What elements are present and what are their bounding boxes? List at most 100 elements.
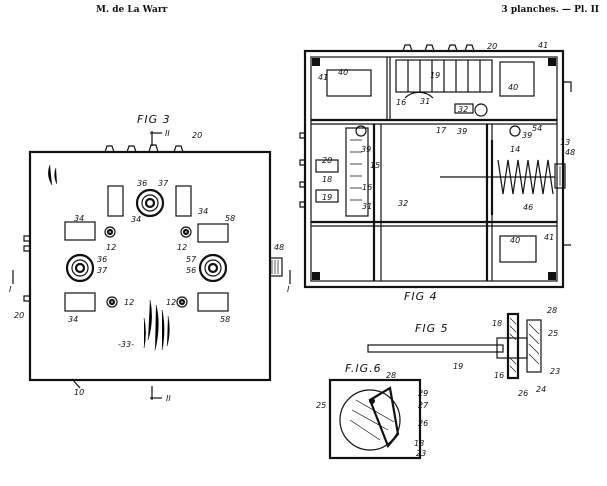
dial-top bbox=[135, 188, 165, 218]
f6-ref-25: 25 bbox=[316, 401, 326, 410]
screw-12-d bbox=[176, 296, 188, 308]
panel-18 bbox=[506, 312, 520, 380]
ref-58-b: 58 bbox=[220, 315, 230, 324]
plate-58-bottom bbox=[197, 292, 229, 312]
f6-ref-26: 26 bbox=[418, 419, 428, 428]
fig4-group: 20 41 40 41 19 40 16 31 32 17 39 bbox=[299, 41, 575, 303]
f6-ref-27: 27 bbox=[418, 401, 429, 410]
plate-right-top bbox=[175, 185, 192, 217]
ref-I-left: I bbox=[9, 285, 12, 294]
wood-grain bbox=[48, 164, 170, 351]
f4-ref-39-b: 39 bbox=[361, 145, 371, 154]
dial-right bbox=[198, 253, 228, 283]
f4-ref-19-l: 19 bbox=[322, 193, 332, 202]
f5-ref-16: 16 bbox=[494, 371, 504, 380]
ref-57: 57 bbox=[186, 255, 197, 264]
box-40-tr bbox=[499, 61, 535, 97]
ref-12-a: 12 bbox=[106, 243, 116, 252]
dial-arc bbox=[404, 91, 434, 99]
f5-ref-18: 18 bbox=[492, 319, 502, 328]
fig3-title: FIG 3 bbox=[137, 113, 171, 126]
panel-outline bbox=[28, 150, 272, 382]
ref-20-left: 20 bbox=[14, 311, 24, 320]
f4-ref-20-l: 20 bbox=[322, 156, 332, 165]
ref-36-l: 36 bbox=[97, 255, 107, 264]
top-knobs bbox=[104, 144, 184, 153]
patent-author: M. de La Warr bbox=[96, 5, 168, 15]
fig5-group: FIG 5 28 18 25 19 16 23 26 24 bbox=[367, 306, 560, 398]
ref-34-c: 34 bbox=[74, 214, 84, 223]
section-label-bottom: II bbox=[166, 394, 171, 403]
ref-12-c: 12 bbox=[124, 298, 134, 307]
ref-56: 56 bbox=[186, 266, 196, 275]
f4-ref-17: 17 bbox=[436, 126, 447, 135]
f5-ref-26: 26 bbox=[518, 389, 528, 398]
fig6-disc bbox=[339, 389, 401, 451]
f4-ref-31-l: 31 bbox=[362, 202, 372, 211]
fig6-group: F.IG.6 28 29 27 25 26 18 23 bbox=[316, 362, 429, 460]
ref-33: -33- bbox=[118, 340, 134, 349]
box-40-tl bbox=[326, 69, 372, 97]
ref-34-b: 34 bbox=[198, 207, 208, 216]
plate-34-bottom bbox=[64, 292, 96, 312]
cabinet-inner bbox=[310, 56, 558, 282]
f6-ref-29: 29 bbox=[418, 389, 428, 398]
ref-58-a: 58 bbox=[225, 214, 235, 223]
lever-27 bbox=[368, 386, 400, 449]
plate-34-left bbox=[64, 221, 96, 241]
f4-ref-31-top: 31 bbox=[420, 97, 430, 106]
f5-ref-24: 24 bbox=[536, 385, 546, 394]
cabinet-outer bbox=[303, 49, 565, 289]
f4-ref-13: 13 bbox=[560, 138, 570, 147]
screw-12-b bbox=[180, 226, 192, 238]
fig4-top-knobs bbox=[402, 44, 475, 52]
f4-ref-41-tl: 41 bbox=[318, 73, 328, 82]
f4-ref-41-br: 41 bbox=[544, 233, 554, 242]
f5-ref-25: 25 bbox=[548, 329, 558, 338]
dial-left bbox=[65, 253, 95, 283]
f4-ref-40-tr: 40 bbox=[508, 83, 518, 92]
f4-ref-18: 18 bbox=[322, 175, 332, 184]
f4-ref-54: 54 bbox=[532, 124, 542, 133]
left-terminals bbox=[23, 235, 30, 302]
knob-48 bbox=[269, 257, 283, 277]
ref-48: 48 bbox=[274, 243, 284, 252]
f4-ref-16: 16 bbox=[396, 98, 406, 107]
f6-ref-18: 18 bbox=[414, 439, 424, 448]
ref-12-b: 12 bbox=[177, 243, 187, 252]
f4-ref-15: 15 bbox=[370, 161, 380, 170]
f5-ref-28: 28 bbox=[547, 306, 557, 315]
ref-34-d: 34 bbox=[68, 315, 78, 324]
f6-ref-23: 23 bbox=[416, 449, 426, 458]
section-label-top: II bbox=[165, 129, 170, 138]
plate-58-right bbox=[197, 223, 229, 243]
f4-ref-41-tr: 41 bbox=[538, 41, 548, 50]
ref-37-l: 37 bbox=[97, 266, 108, 275]
box-40-br bbox=[499, 235, 537, 263]
f4-ref-16-l: 16 bbox=[362, 183, 372, 192]
fig6-title: F.IG.6 bbox=[345, 362, 382, 375]
ref-37: 37 bbox=[158, 179, 169, 188]
shaft-19 bbox=[367, 344, 504, 353]
bracket-25 bbox=[526, 319, 542, 373]
fig5-title: FIG 5 bbox=[415, 322, 449, 335]
f5-ref-23: 23 bbox=[550, 367, 560, 376]
ref-34-a: 34 bbox=[131, 215, 141, 224]
screw-12-a bbox=[104, 226, 116, 238]
f4-ref-40-tl: 40 bbox=[338, 68, 348, 77]
f4-ref-32-top: 32 bbox=[458, 105, 468, 114]
fig6-frame bbox=[328, 378, 422, 460]
ref-I-right: I bbox=[287, 285, 290, 294]
f4-ref-46: 46 bbox=[523, 203, 533, 212]
plate-left-top bbox=[107, 185, 124, 217]
spring-14 bbox=[497, 159, 554, 195]
knob-48-f4 bbox=[554, 163, 566, 189]
f4-ref-20: 20 bbox=[487, 42, 497, 51]
f4-ref-48: 48 bbox=[565, 148, 575, 157]
f5-ref-19: 19 bbox=[453, 362, 463, 371]
f4-ref-14: 14 bbox=[510, 145, 520, 154]
f4-ref-19-top: 19 bbox=[430, 71, 440, 80]
ref-36: 36 bbox=[137, 179, 147, 188]
fig4-title: FIG 4 bbox=[404, 290, 438, 303]
f4-ref-32-l: 32 bbox=[398, 199, 408, 208]
